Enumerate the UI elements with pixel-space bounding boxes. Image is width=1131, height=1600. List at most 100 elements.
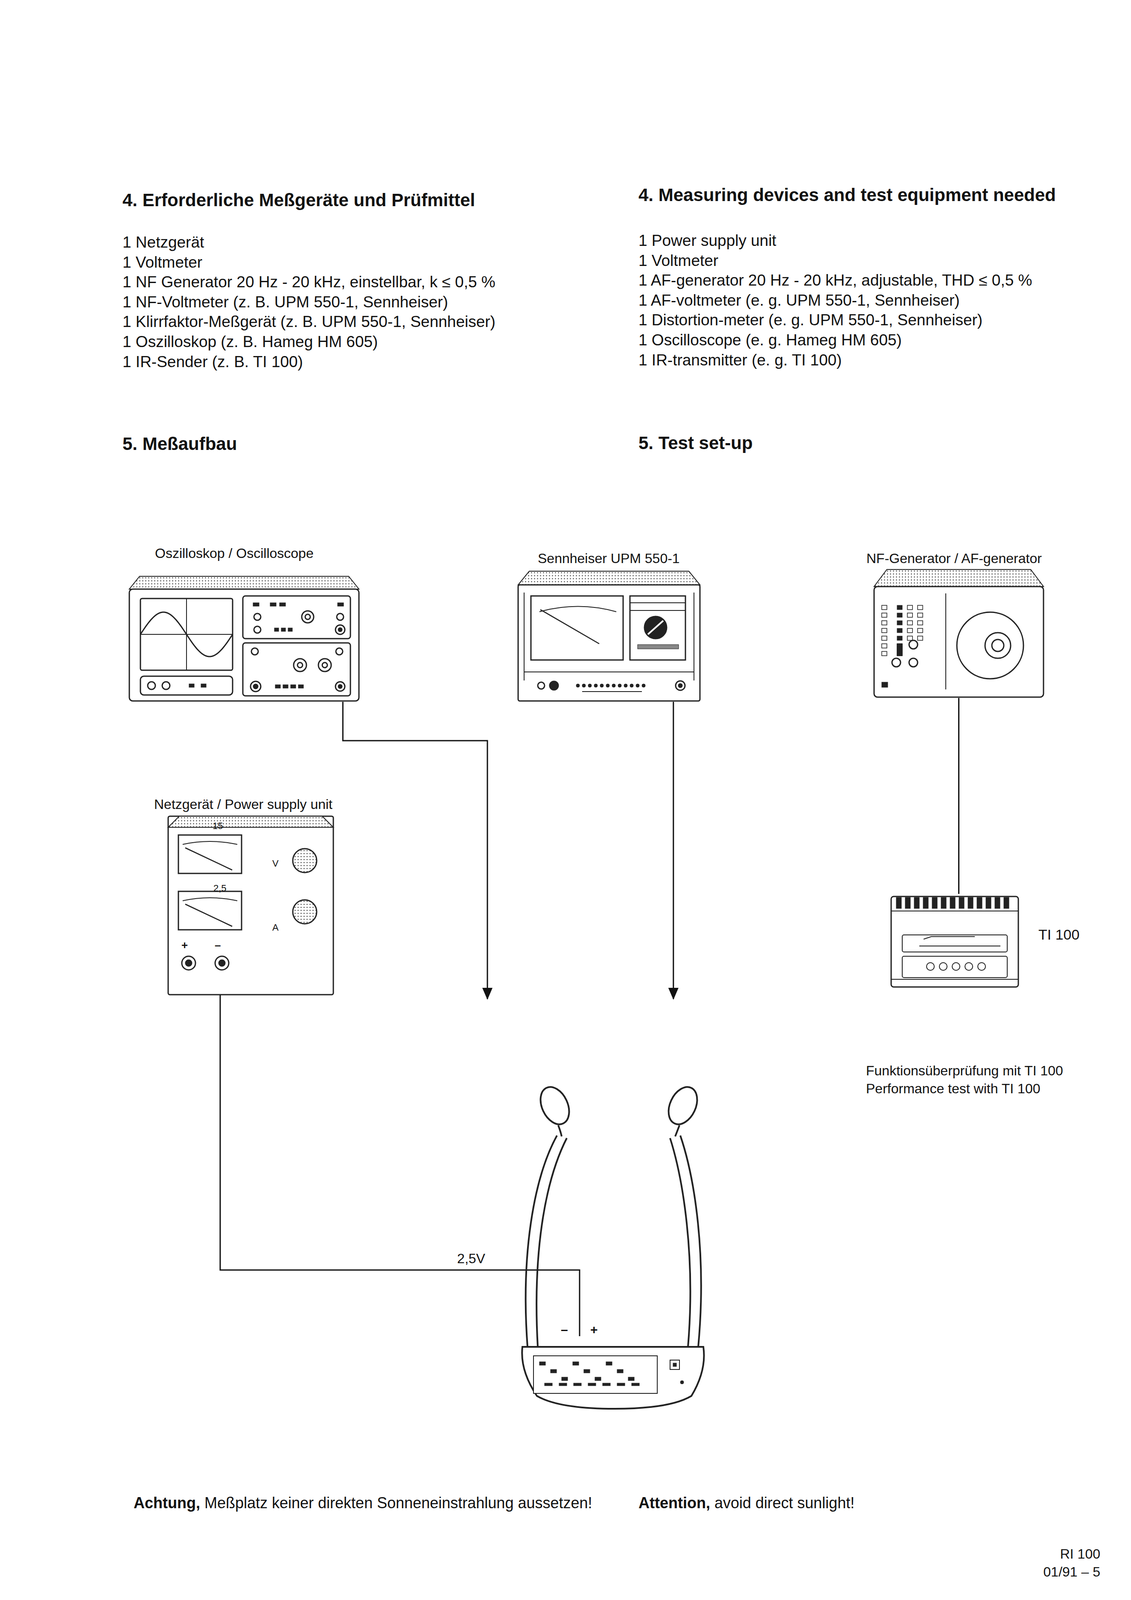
oscilloscope: Oszilloskop / Oscilloscope [129, 538, 359, 702]
drawing-part [518, 571, 700, 585]
drawing-part [600, 683, 604, 688]
list-item: 1 Power supply unit [638, 231, 777, 251]
device-name: TI 100 [1038, 926, 1080, 943]
drawing-part [338, 627, 342, 632]
drawing-part [293, 658, 307, 672]
drawing-part [544, 1382, 553, 1386]
drawing-part [670, 1137, 691, 1347]
drawing-part [991, 639, 1004, 652]
meter-label: 2,5 [213, 882, 227, 894]
drawing-part [185, 847, 233, 870]
drawing-part [897, 605, 903, 610]
drawing-part [617, 1369, 624, 1373]
drawing-part [881, 620, 887, 625]
connector-cable [342, 701, 488, 999]
drawing-part [602, 1382, 611, 1386]
drawing-part [279, 602, 286, 607]
drawing-part [182, 897, 238, 901]
drawing-part [561, 1376, 568, 1381]
device-outline [889, 893, 1021, 990]
drawing-part [891, 910, 1019, 912]
section-heading: 5. Meßaufbau [122, 433, 237, 455]
drawing-part [985, 897, 992, 909]
drawing-part [298, 684, 304, 688]
warning-note: Meßplatz keiner direkten Sonneneinstrahl… [204, 1493, 593, 1512]
page-number: RI 100 [1060, 1545, 1101, 1562]
drawing-part [629, 683, 634, 688]
drawing-part [301, 610, 314, 623]
drawing-part [896, 897, 902, 909]
drawing-part [907, 628, 913, 633]
drawing-part [919, 936, 1001, 946]
drawing-part [967, 897, 974, 909]
drawing-part [959, 897, 965, 909]
drawing-part [530, 595, 624, 660]
drawing-part [140, 598, 233, 671]
drawing-part [582, 690, 642, 692]
drawing-part [905, 897, 911, 909]
list-item: 1 Oszilloskop (z. B. Hameg HM 605) [122, 332, 378, 352]
device-name: NF-Generator / AF-generator [866, 550, 1042, 567]
connector-cable [958, 697, 960, 894]
drawing-part [536, 1137, 567, 1347]
meter-label: A [272, 921, 279, 933]
drawing-part [274, 627, 279, 632]
drawing-part [572, 1361, 579, 1365]
drawing-part [573, 1382, 582, 1386]
drawing-part [282, 684, 289, 688]
drawing-part [1003, 897, 1009, 909]
drawing-part [670, 1359, 680, 1370]
drawing-part [976, 897, 983, 909]
drawing-part [606, 683, 610, 688]
voltage-label: 2,5V [455, 1250, 487, 1267]
drawing-part [534, 1082, 575, 1129]
terminal-label: + [590, 1322, 598, 1338]
drawing-part [881, 643, 887, 648]
list-item: 1 Distortion-meter (e. g. UPM 550-1, Sen… [638, 311, 983, 330]
section-heading: 4. Measuring devices and test equipment … [638, 184, 1056, 206]
drawing-part [588, 683, 592, 688]
drawing-part [629, 602, 686, 611]
drawing-part [253, 684, 258, 689]
list-item: 1 NF-Voltmeter (z. B. UPM 550-1, Sennhei… [122, 293, 449, 312]
drawing-part [550, 1369, 557, 1373]
drawing-part [594, 683, 598, 688]
drawing-part [917, 635, 923, 641]
drawing-part [881, 605, 887, 610]
drawing-part [201, 683, 207, 688]
device-outline [469, 998, 718, 1417]
drawing-part [540, 609, 600, 644]
drawing-part [253, 613, 261, 621]
drawing-part [168, 816, 334, 828]
drawing-part [288, 627, 293, 632]
list-item: 1 AF-voltmeter (e. g. UPM 550-1, Sennhei… [638, 291, 960, 310]
drawing-part [680, 1135, 702, 1347]
drawing-part [539, 606, 617, 613]
drawing-part [559, 1382, 567, 1386]
drawing-part [537, 682, 545, 689]
drawing-part [140, 598, 233, 671]
drawing-part [902, 934, 1008, 952]
drawing-part [881, 628, 887, 633]
drawing-part [939, 962, 948, 971]
drawing-part [897, 643, 903, 656]
drawing-part [129, 576, 359, 589]
signal-generator: NF-Generator / AF-generator [866, 538, 1048, 698]
drawing-part [897, 612, 903, 618]
drawing-part [576, 683, 580, 688]
drawing-part [305, 614, 311, 620]
drawing-part [162, 681, 170, 690]
drawing-part [242, 595, 351, 639]
warning-note: Achtung, [133, 1493, 201, 1512]
drawing-part [215, 956, 229, 970]
audio-analyzer: Sennheiser UPM 550-1 [518, 538, 700, 702]
drawing-part [917, 605, 923, 610]
drawing-part [253, 602, 260, 607]
list-item: 1 Netzgerät [122, 233, 205, 252]
list-item: 1 NF Generator 20 Hz - 20 kHz, einstellb… [122, 273, 496, 292]
drawing-part [335, 624, 345, 635]
connector-cable [672, 701, 674, 999]
drawing-part [941, 897, 947, 909]
ir-transmitter: TI 100 [889, 893, 1082, 990]
device-name: Netzgerät / Power supply unit [154, 796, 333, 813]
